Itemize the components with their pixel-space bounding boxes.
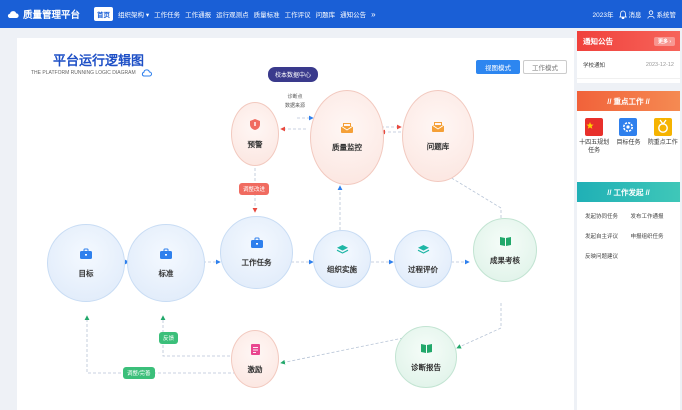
key-work-five-year[interactable]: 十四五规划任务 (578, 118, 610, 155)
work-launch-card-title: // 工作发起 // (577, 182, 680, 202)
node-standard-label: 标准 (158, 268, 174, 278)
adjust-optimize-tag[interactable]: 调整/完善 (123, 367, 155, 379)
diagnose-point-note: 诊断点 (287, 94, 303, 100)
data-center-tag[interactable]: 校本数据中心 (268, 67, 319, 82)
cloud-icon (141, 69, 152, 77)
user-icon (646, 9, 655, 19)
top-right: 2023年 消息 系统管 (588, 0, 676, 28)
node-target-label: 目标 (78, 268, 94, 278)
flag-icon (585, 118, 604, 136)
key-work-goal-tasks-label: 目标任务 (616, 140, 641, 146)
diagram-connectors (84, 115, 502, 374)
top-bar: 质量管理平台 首页 组织架构 ▾ 工作任务 工作通报 运行观测点 质量标准 工作… (0, 0, 682, 28)
book-icon (420, 343, 432, 353)
briefcase-icon (250, 237, 263, 248)
message-button[interactable]: 消息 (618, 9, 642, 19)
publish-work-report[interactable]: 发布工作通报 (630, 214, 664, 220)
report-issue-suggestion[interactable]: 反映问题建议 (585, 254, 619, 260)
shield-icon (250, 119, 260, 130)
cloud-logo-icon (7, 11, 19, 18)
node-diagnose-report[interactable]: 诊断报告 (395, 326, 457, 388)
medal-icon (653, 118, 672, 136)
node-warning-label: 预警 (247, 140, 263, 149)
year-selector[interactable]: 2023年 (592, 12, 614, 19)
layers-icon (336, 244, 348, 254)
gear-icon (619, 118, 638, 136)
notice-card-title: 通知公告 (583, 36, 613, 46)
logic-diagram: 目标 标准 工作任务 组织实施 过程评价 成果考核 预警 质量监控 (17, 38, 574, 410)
notice-item-date: 2023-12-12 (645, 61, 674, 68)
nav-notices[interactable]: 通知公告 (340, 12, 367, 19)
node-target[interactable]: 目标 (47, 224, 125, 302)
layers-icon (417, 244, 429, 254)
briefcase-icon (80, 248, 92, 259)
node-incentive-label: 激励 (247, 365, 263, 374)
node-organize[interactable]: 组织实施 (313, 230, 371, 288)
user-menu[interactable]: 系统管 (646, 9, 677, 19)
launch-self-review[interactable]: 发起自主评议 (585, 234, 619, 240)
briefcase-icon (160, 248, 172, 259)
notice-item-text: 学校通知 (583, 62, 606, 69)
app-title: 质量管理平台 (23, 10, 81, 21)
node-standard[interactable]: 标准 (127, 224, 205, 302)
app-logo[interactable]: 质量管理平台 (7, 7, 80, 21)
node-work-task-label: 工作任务 (241, 258, 272, 267)
launch-collab-task[interactable]: 发起协同任务 (585, 214, 619, 220)
page-subtitle: THE PLATFORM RUNNING LOGIC DIAGRAM (31, 68, 152, 77)
node-evaluate[interactable]: 过程评价 (394, 230, 452, 288)
node-assess[interactable]: 成果考核 (473, 218, 537, 282)
key-work-list: 十四五规划任务 目标任务 院重点工作 (577, 111, 680, 155)
key-work-five-year-label: 十四五规划任务 (579, 140, 610, 154)
main-nav: 首页 组织架构 ▾ 工作任务 工作通报 运行观测点 质量标准 工作评议 问题库 … (94, 7, 376, 21)
adjust-improve-tag[interactable]: 调整改进 (239, 183, 270, 195)
node-issue-bank-label: 问题库 (426, 141, 450, 151)
notice-card: 通知公告 更多 › 学校通知 2023-12-12 (577, 31, 680, 83)
node-warning[interactable]: 预警 (231, 102, 279, 166)
data-source-note: 数据来源 (285, 103, 306, 109)
page-subtitle-text: THE PLATFORM RUNNING LOGIC DIAGRAM (31, 69, 136, 76)
node-quality-monitor-label: 质量监控 (332, 143, 362, 152)
node-issue-bank[interactable]: 问题库 (402, 90, 474, 182)
document-icon (250, 344, 260, 355)
work-launch-list: 发起协同任务 发布工作通报 发起自主评议 申报组织任务 反映问题建议 (577, 202, 680, 270)
key-work-college-label: 院重点工作 (647, 140, 678, 146)
nav-observation[interactable]: 运行观测点 (216, 12, 249, 19)
view-mode-button[interactable]: 视图模式 (476, 60, 520, 74)
key-work-college[interactable]: 院重点工作 (647, 118, 679, 155)
feedback-tag[interactable]: 反馈 (159, 332, 179, 344)
node-diagnose-report-label: 诊断报告 (411, 362, 441, 372)
diagnose-source-note: 诊断点 数据来源 (285, 93, 305, 111)
user-name: 系统管 (656, 12, 677, 19)
node-work-task[interactable]: 工作任务 (220, 216, 293, 289)
nav-home[interactable]: 首页 (94, 7, 114, 21)
book-icon (499, 236, 511, 246)
nav-more-button[interactable]: » (371, 9, 376, 19)
message-label: 消息 (628, 12, 642, 19)
node-quality-monitor[interactable]: 质量监控 (310, 90, 384, 185)
nav-org[interactable]: 组织架构 ▾ (118, 12, 150, 19)
notice-card-header: 通知公告 更多 › (577, 31, 680, 51)
node-organize-label: 组织实施 (327, 264, 357, 274)
node-evaluate-label: 过程评价 (408, 264, 438, 274)
node-incentive[interactable]: 激励 (231, 330, 279, 388)
nav-issues[interactable]: 问题库 (315, 12, 336, 19)
apply-org-task[interactable]: 申报组织任务 (630, 234, 664, 240)
nav-tasks[interactable]: 工作任务 (154, 12, 181, 19)
page-title: 平台运行逻辑图 (53, 53, 145, 68)
envelope-icon (340, 123, 354, 133)
key-work-goal-tasks[interactable]: 目标任务 (612, 118, 644, 155)
work-launch-card: // 工作发起 // 发起协同任务 发布工作通报 发起自主评议 申报组织任务 反… (577, 182, 680, 410)
bell-icon (618, 10, 627, 19)
main-panel: 平台运行逻辑图 THE PLATFORM RUNNING LOGIC DIAGR… (17, 38, 574, 410)
nav-standards[interactable]: 质量标准 (253, 12, 280, 19)
envelope-icon (431, 121, 445, 132)
work-mode-button[interactable]: 工作模式 (523, 60, 567, 74)
node-assess-label: 成果考核 (490, 255, 520, 265)
key-work-card-title: // 重点工作 // (577, 91, 680, 111)
notice-item[interactable]: 学校通知 2023-12-12 (577, 51, 680, 79)
nav-reports[interactable]: 工作通报 (185, 12, 212, 19)
nav-review[interactable]: 工作评议 (284, 12, 311, 19)
notice-more-button[interactable]: 更多 › (653, 37, 675, 46)
